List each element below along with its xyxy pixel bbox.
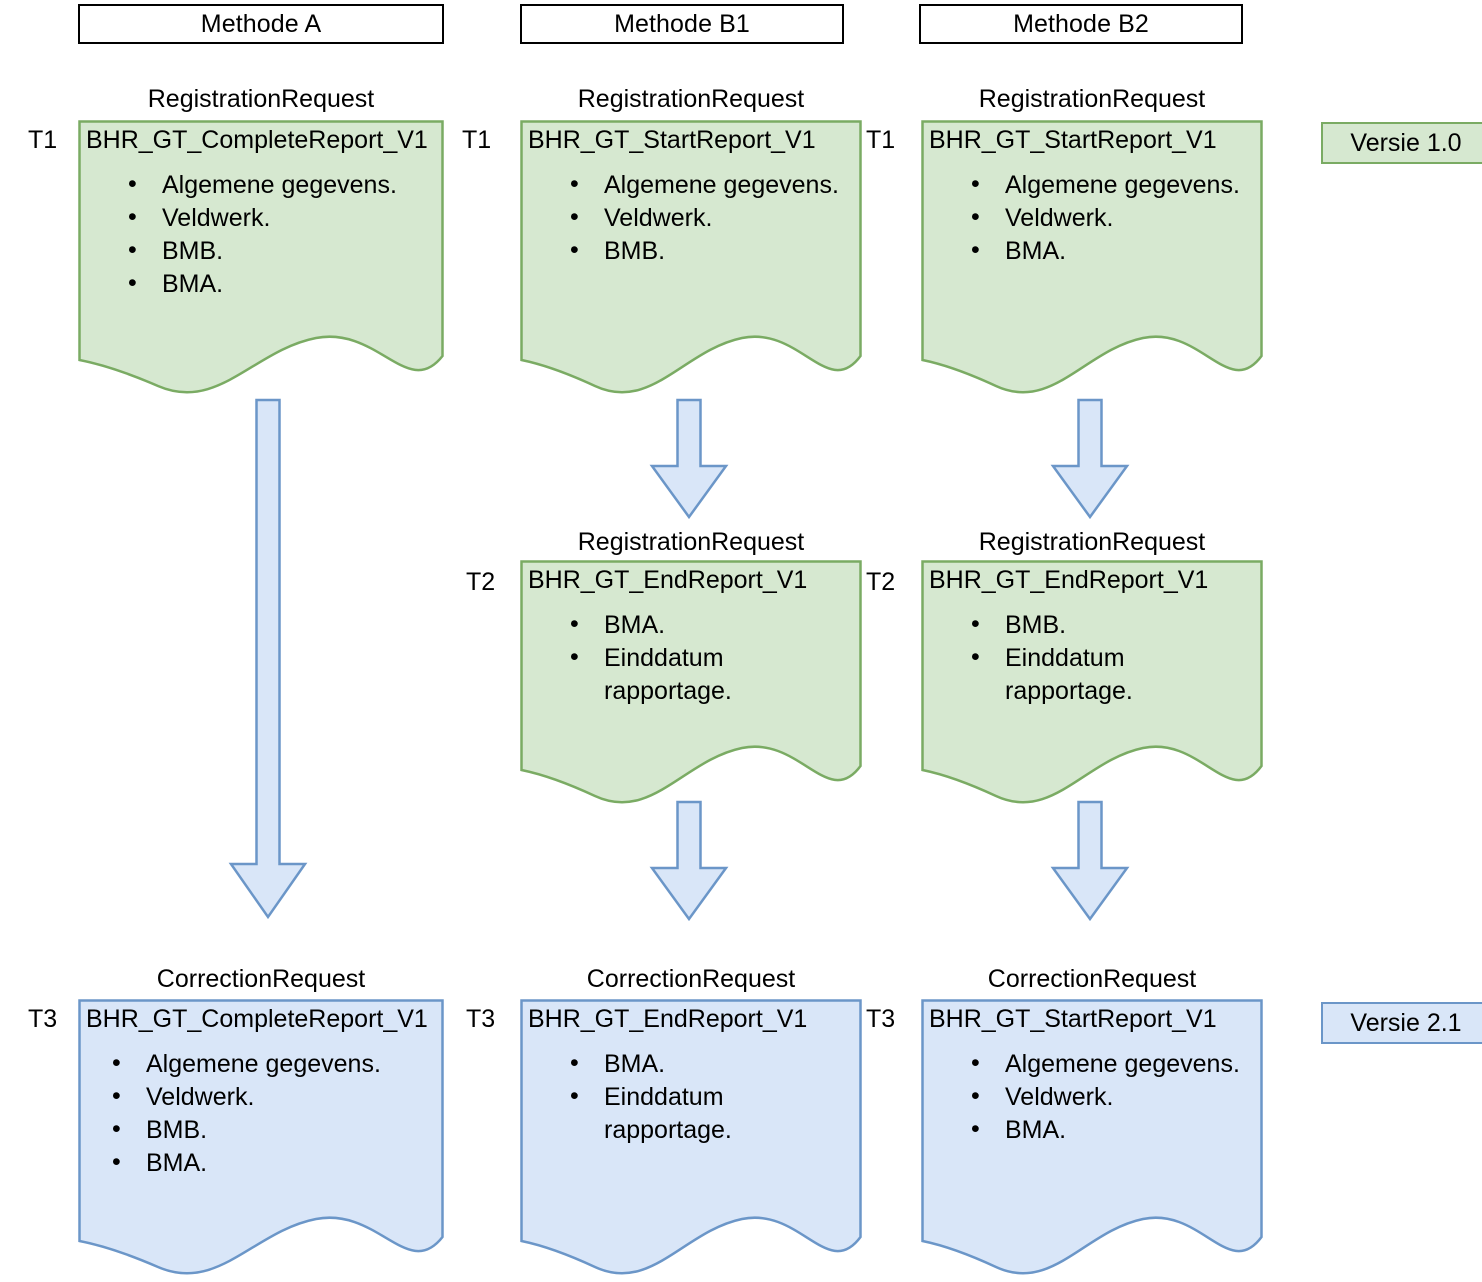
list-item: Einddatum rapportage.	[570, 1080, 819, 1148]
list-item: BMB.	[570, 234, 858, 268]
legend-version-2: Versie 2.1	[1321, 1002, 1482, 1044]
list-item: BMA.	[112, 1146, 440, 1180]
doc-caption-a-t1: RegistrationRequest	[147, 85, 375, 113]
arrow-down-icon	[1050, 398, 1130, 520]
document-b2-t3: BHR_GT_StartReport_V1 Algemene gegevens.…	[921, 999, 1263, 1282]
document-content-b1-t1: BHR_GT_StartReport_V1 Algemene gegevens.…	[520, 120, 862, 268]
document-code-b1-t3: BHR_GT_EndReport_V1	[528, 1005, 808, 1033]
doc-caption-b2-t3: CorrectionRequest	[987, 965, 1197, 993]
arrow-down-icon	[228, 398, 308, 920]
document-content-b1-t3: BHR_GT_EndReport_V1 BMA. Einddatum rappo…	[520, 999, 862, 1147]
time-label-b2-t3: T3	[866, 1005, 896, 1033]
document-b1-t1: BHR_GT_StartReport_V1 Algemene gegevens.…	[520, 120, 862, 400]
method-header-b2: Methode B2	[919, 4, 1243, 44]
legend-version-1: Versie 1.0	[1321, 122, 1482, 164]
arrow-b1-t2-t3	[649, 800, 729, 922]
document-list-a-t1: Algemene gegevens. Veldwerk. BMB. BMA.	[86, 167, 440, 302]
doc-caption-b1-t1: RegistrationRequest	[577, 85, 805, 113]
document-code-a-t3: BHR_GT_CompleteReport_V1	[86, 1005, 428, 1033]
list-item: BMA.	[570, 1046, 819, 1081]
time-label-b1-t1: T1	[462, 126, 492, 154]
arrow-b2-t2-t3	[1050, 800, 1130, 922]
document-b1-t2: BHR_GT_EndReport_V1 BMA. Einddatum rappo…	[520, 560, 862, 810]
document-content-b1-t2: BHR_GT_EndReport_V1 BMA. Einddatum rappo…	[520, 560, 862, 708]
arrow-a-t1-t3	[228, 398, 308, 920]
arrow-down-icon	[649, 800, 729, 922]
document-list-a-t3: Algemene gegevens. Veldwerk. BMB. BMA.	[86, 1046, 440, 1181]
time-label-b2-t2: T2	[866, 568, 896, 596]
time-label-b2-t1: T1	[866, 126, 896, 154]
document-list-b2-t3: Algemene gegevens. Veldwerk. BMA.	[929, 1046, 1259, 1148]
document-content-a-t3: BHR_GT_CompleteReport_V1 Algemene gegeve…	[78, 999, 444, 1181]
list-item: Einddatum rapportage.	[570, 641, 819, 709]
legend-version-2-label: Versie 2.1	[1350, 1008, 1462, 1037]
document-list-b1-t1: Algemene gegevens. Veldwerk. BMB.	[528, 167, 858, 269]
method-header-b1-label: Methode B1	[614, 9, 750, 38]
doc-caption-b1-t3: CorrectionRequest	[586, 965, 796, 993]
list-item: BMB.	[128, 234, 440, 268]
list-item: Veldwerk.	[128, 201, 440, 235]
document-content-b2-t1: BHR_GT_StartReport_V1 Algemene gegevens.…	[921, 120, 1263, 268]
list-item: BMA.	[971, 1113, 1259, 1147]
list-item: BMB.	[112, 1113, 440, 1147]
document-content-b2-t2: BHR_GT_EndReport_V1 BMB. Einddatum rappo…	[921, 560, 1263, 708]
document-a-t1: BHR_GT_CompleteReport_V1 Algemene gegeve…	[78, 120, 444, 400]
time-label-b1-t3: T3	[466, 1005, 496, 1033]
list-item: BMA.	[570, 607, 819, 642]
list-item: BMB.	[971, 607, 1220, 642]
list-item: Veldwerk.	[971, 1080, 1259, 1114]
arrow-down-icon	[1050, 800, 1130, 922]
document-list-b1-t3: BMA. Einddatum rapportage.	[528, 1046, 819, 1148]
document-list-b1-t2: BMA. Einddatum rapportage.	[528, 607, 819, 709]
time-label-a-t3: T3	[28, 1005, 58, 1033]
document-code-b1-t2: BHR_GT_EndReport_V1	[528, 566, 808, 594]
document-code-b1-t1: BHR_GT_StartReport_V1	[528, 126, 816, 154]
list-item: Veldwerk.	[112, 1080, 440, 1114]
list-item: BMA.	[971, 234, 1259, 268]
method-header-a: Methode A	[78, 4, 444, 44]
method-header-b1: Methode B1	[520, 4, 844, 44]
list-item: Algemene gegevens.	[971, 167, 1259, 202]
document-code-b2-t3: BHR_GT_StartReport_V1	[929, 1005, 1217, 1033]
doc-caption-a-t3: CorrectionRequest	[156, 965, 366, 993]
document-a-t3: BHR_GT_CompleteReport_V1 Algemene gegeve…	[78, 999, 444, 1282]
document-list-b2-t1: Algemene gegevens. Veldwerk. BMA.	[929, 167, 1259, 269]
document-code-b2-t2: BHR_GT_EndReport_V1	[929, 566, 1209, 594]
document-b2-t1: BHR_GT_StartReport_V1 Algemene gegevens.…	[921, 120, 1263, 400]
doc-caption-b1-t2: RegistrationRequest	[577, 528, 805, 556]
list-item: Veldwerk.	[570, 201, 858, 235]
arrow-b2-t1-t2	[1050, 398, 1130, 520]
document-content-a-t1: BHR_GT_CompleteReport_V1 Algemene gegeve…	[78, 120, 444, 302]
document-b1-t3: BHR_GT_EndReport_V1 BMA. Einddatum rappo…	[520, 999, 862, 1282]
time-label-b1-t2: T2	[466, 568, 496, 596]
arrow-b1-t1-t2	[649, 398, 729, 520]
method-header-b2-label: Methode B2	[1013, 9, 1149, 38]
document-b2-t2: BHR_GT_EndReport_V1 BMB. Einddatum rappo…	[921, 560, 1263, 810]
list-item: Einddatum rapportage.	[971, 641, 1220, 709]
method-header-a-label: Methode A	[200, 9, 322, 38]
doc-caption-b2-t1: RegistrationRequest	[978, 85, 1206, 113]
time-label-a-t1: T1	[28, 126, 58, 154]
document-code-b2-t1: BHR_GT_StartReport_V1	[929, 126, 1217, 154]
doc-caption-b2-t2: RegistrationRequest	[978, 528, 1206, 556]
document-content-b2-t3: BHR_GT_StartReport_V1 Algemene gegevens.…	[921, 999, 1263, 1147]
document-code-a-t1: BHR_GT_CompleteReport_V1	[86, 126, 428, 154]
list-item: Veldwerk.	[971, 201, 1259, 235]
list-item: Algemene gegevens.	[971, 1046, 1259, 1081]
legend-version-1-label: Versie 1.0	[1350, 128, 1462, 157]
list-item: Algemene gegevens.	[112, 1046, 440, 1081]
list-item: Algemene gegevens.	[570, 167, 858, 202]
list-item: Algemene gegevens.	[128, 167, 440, 202]
document-list-b2-t2: BMB. Einddatum rapportage.	[929, 607, 1220, 709]
arrow-down-icon	[649, 398, 729, 520]
list-item: BMA.	[128, 267, 440, 301]
